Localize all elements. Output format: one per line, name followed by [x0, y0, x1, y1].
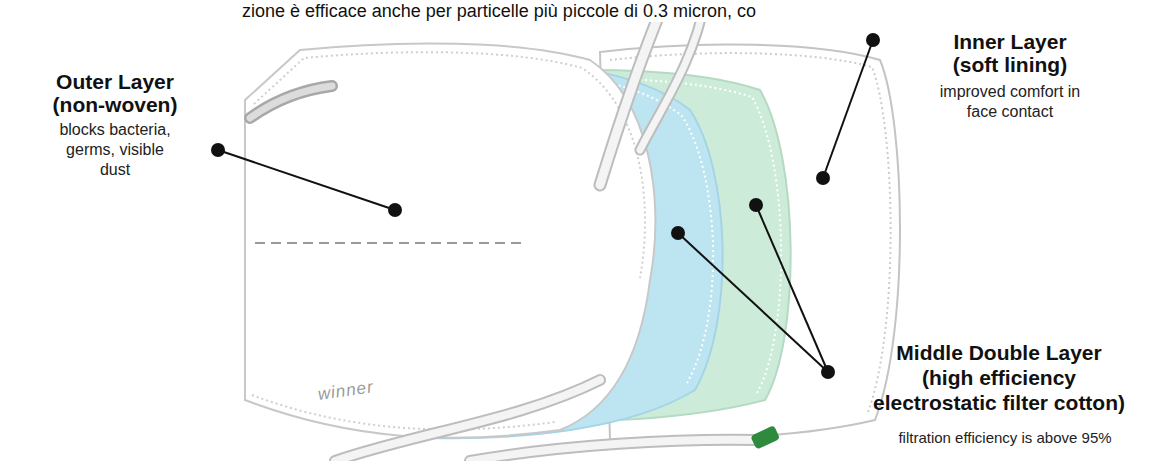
leader-line: [678, 233, 828, 372]
strap-buckle: [750, 425, 780, 450]
fold-stitch: [255, 242, 525, 244]
leader-dot: [866, 33, 880, 47]
ear-loop: [250, 86, 332, 118]
ear-loop: [600, 0, 665, 185]
layer-description: filtration efficiency is above 95%: [855, 428, 1155, 447]
layer-description: blocks bacteria, germs, visible dust: [50, 120, 180, 180]
ear-loop: [640, 0, 705, 150]
ear-loop: [250, 86, 332, 118]
ear-loop: [470, 440, 760, 461]
ear-loop: [470, 440, 760, 461]
layer-heading: Inner Layer (soft lining): [935, 30, 1085, 76]
leader-dot: [821, 365, 835, 379]
leader-dot: [749, 198, 763, 212]
leader-dot: [816, 171, 830, 185]
leader-dot: [211, 143, 225, 157]
layer-heading: Middle Double Layer (high efficiency ele…: [868, 340, 1130, 415]
layer-description: improved comfort in face contact: [925, 82, 1095, 122]
leader-line: [218, 150, 395, 210]
layer-heading: Outer Layer (non-woven): [45, 70, 185, 116]
leader-dot: [388, 203, 402, 217]
ear-loop: [640, 0, 705, 150]
cut-caption: zione è efficace anche per particelle pi…: [240, 0, 758, 22]
ear-loop: [600, 0, 665, 185]
leader-dot: [671, 226, 685, 240]
leader-line: [756, 205, 828, 372]
leader-line: [823, 40, 873, 178]
